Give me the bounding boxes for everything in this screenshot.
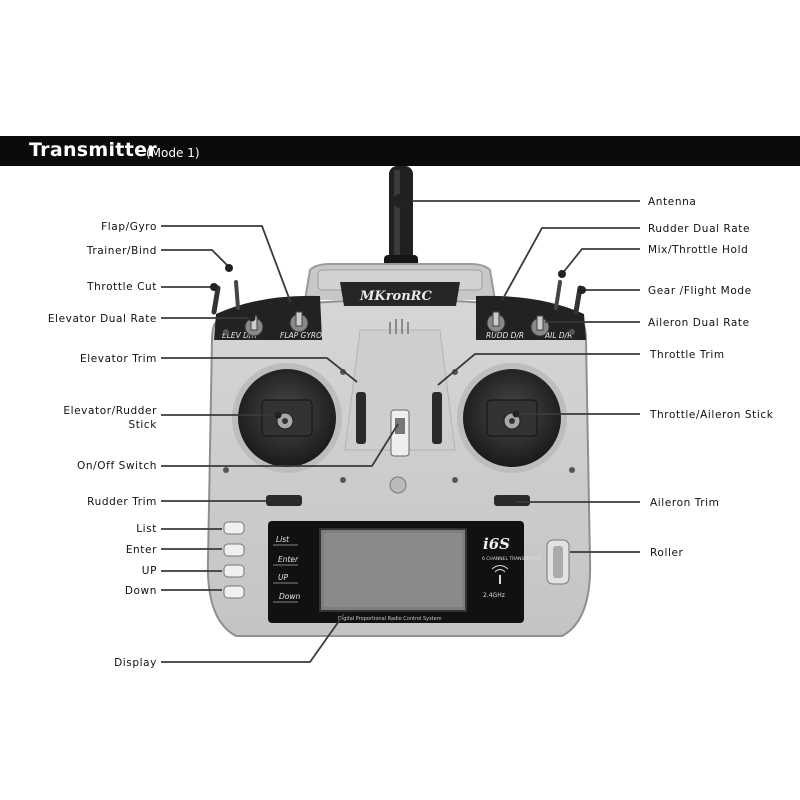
label-flap-gyro: Flap/Gyro (101, 221, 157, 233)
label-throttle-trim: Throttle Trim (649, 349, 725, 361)
callout-labels-right: Antenna Rudder Dual Rate Mix/Throttle Ho… (648, 196, 774, 559)
label-up: UP (142, 565, 157, 577)
svg-text:RUDD D/R: RUDD D/R (486, 331, 524, 340)
label-aileron-dual-rate: Aileron Dual Rate (648, 317, 750, 329)
label-enter: Enter (126, 544, 157, 556)
up-button[interactable] (223, 564, 245, 578)
label-throttle-aileron-stick: Throttle/Aileron Stick (649, 409, 774, 421)
label-mix-throttle-hold: Mix/Throttle Hold (648, 244, 748, 256)
enter-button[interactable] (223, 543, 245, 557)
antenna-part (384, 166, 418, 271)
label-elevator-dual-rate: Elevator Dual Rate (48, 313, 157, 325)
mode-label: (Mode 1) (146, 146, 200, 160)
right-switch-plate: RUDD D/R AIL D/R (476, 295, 586, 340)
label-gear-flight-mode: Gear /Flight Mode (648, 285, 752, 297)
list-button[interactable] (223, 521, 245, 535)
label-display: Display (114, 657, 157, 669)
model-name: i6S (483, 535, 510, 553)
label-down: Down (125, 585, 157, 597)
system-strip: Digital Proportional Radio Control Syste… (338, 616, 442, 622)
svg-text:AIL D/R: AIL D/R (544, 331, 572, 340)
signal-icon (491, 565, 509, 584)
panel-label-list: List (276, 535, 290, 544)
throttle-trim-switch[interactable] (432, 392, 442, 444)
label-elevator-rudder-stick: Elevator/Rudder (63, 405, 157, 417)
aileron-trim-switch[interactable] (494, 495, 530, 506)
label-throttle-cut: Throttle Cut (86, 281, 157, 293)
leader-lines (161, 200, 640, 663)
svg-text:FLAP GYRO: FLAP GYRO (280, 331, 322, 340)
side-buttons (223, 521, 245, 599)
left-gimbal (232, 363, 342, 473)
label-antenna: Antenna (648, 196, 696, 208)
label-roller: Roller (650, 547, 684, 559)
panel-label-up: UP (278, 573, 288, 582)
power-switch[interactable] (390, 409, 410, 457)
label-rudder-trim: Rudder Trim (87, 496, 157, 508)
roller-wheel[interactable] (546, 539, 570, 585)
title-bar (0, 136, 800, 166)
callout-labels-left: Flap/Gyro Trainer/Bind Throttle Cut Elev… (48, 221, 157, 669)
label-rudder-dual-rate: Rudder Dual Rate (648, 223, 750, 235)
label-list: List (136, 523, 157, 535)
control-panel: List Enter UP Down i6S 6 CHANNEL TRANSMI… (268, 521, 541, 623)
label-trainer-bind: Trainer/Bind (86, 245, 157, 257)
panel-label-down: Down (279, 592, 300, 601)
right-gimbal (457, 363, 567, 473)
label-elevator-rudder-stick-2: Stick (128, 419, 157, 431)
channel-label: 6 CHANNEL TRANSMITTER (482, 556, 541, 562)
elevator-trim-switch[interactable] (356, 392, 366, 444)
label-aileron-trim: Aileron Trim (650, 497, 720, 509)
panel-label-enter: Enter (278, 555, 299, 564)
rudder-trim-switch[interactable] (266, 495, 302, 506)
label-elevator-trim: Elevator Trim (80, 353, 157, 365)
label-on-off-switch: On/Off Switch (77, 460, 157, 472)
frequency-label: 2.4GHz (483, 592, 505, 599)
down-button[interactable] (223, 585, 245, 599)
page-title: Transmitter (29, 139, 157, 161)
brand-plate: MKronRC (340, 282, 460, 306)
svg-text:ELEV D/R: ELEV D/R (222, 331, 257, 340)
brand-logo: MKronRC (359, 289, 432, 304)
